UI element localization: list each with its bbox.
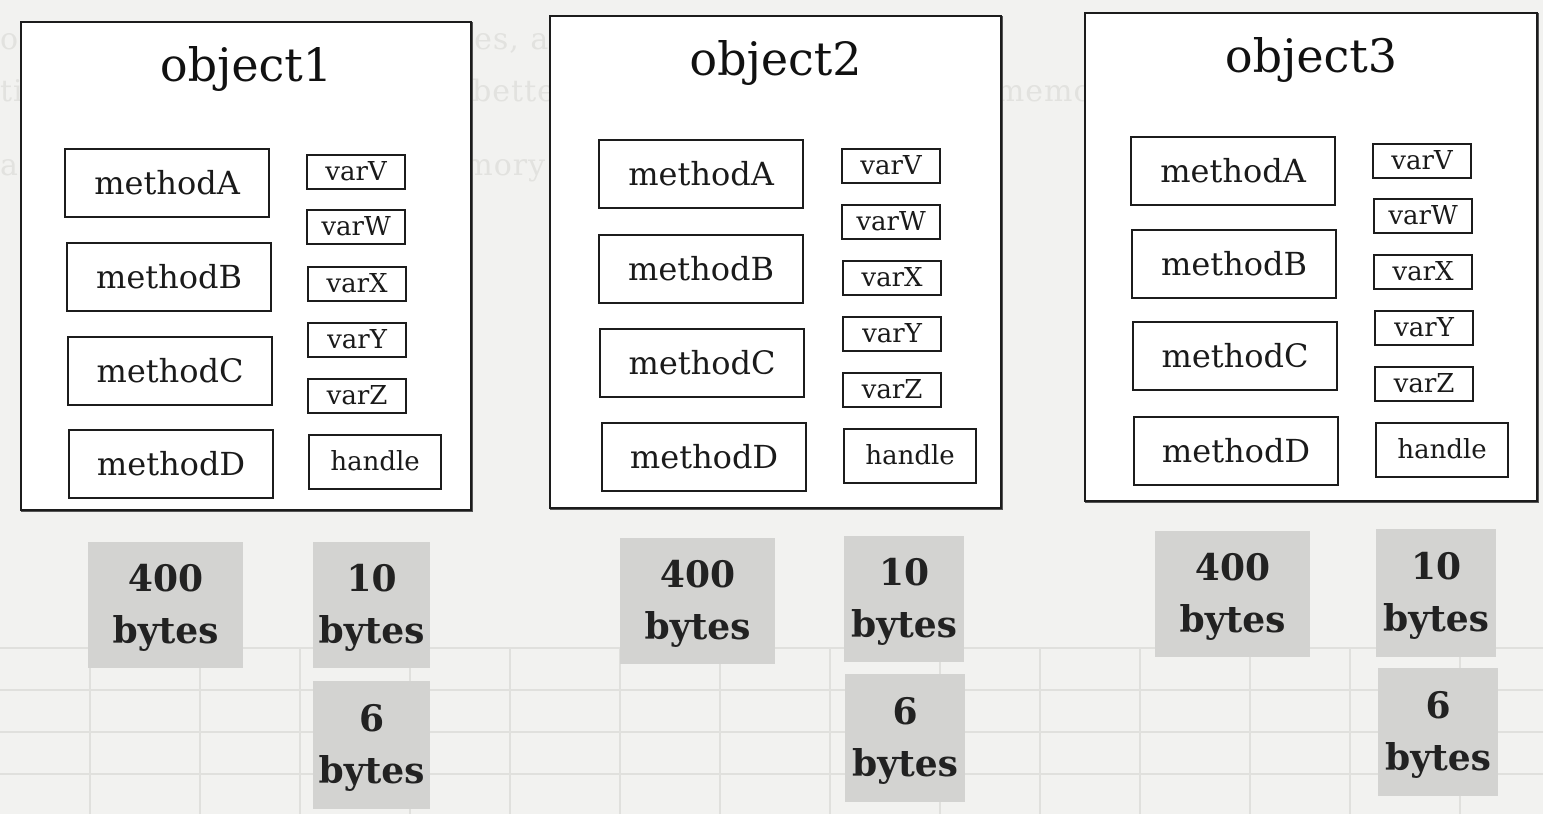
size-value: 6 [1425,685,1451,727]
size-unit: bytes [644,606,751,648]
size-value: 400 [127,558,204,600]
size-unit: bytes [318,750,425,792]
size-value: 10 [346,558,397,600]
handle-box: handle [308,434,442,490]
size-value: 400 [659,554,736,596]
method-box: methodC [599,328,805,398]
method-box: methodA [1130,136,1336,206]
size-value: 6 [892,691,918,733]
vars-size-label: 10 bytes [313,542,430,668]
method-box: methodB [66,242,272,312]
method-box: methodA [598,139,804,209]
variable-box: varZ [1374,366,1474,402]
handle-box: handle [1375,422,1509,478]
size-unit: bytes [1385,737,1491,779]
variable-box: varW [841,204,941,240]
variable-box: varY [307,322,407,358]
object-title: object1 [159,38,333,92]
size-value: 6 [358,698,385,740]
variable-box: varX [842,260,942,296]
size-unit: bytes [318,610,425,652]
variable-box: varX [1373,254,1473,290]
variable-box: varZ [842,372,942,408]
size-unit: bytes [851,604,957,646]
method-box: methodB [598,234,804,304]
handle-box: handle [843,428,977,484]
methods-size-label: 400 bytes [88,542,243,668]
variable-box: varW [1373,198,1473,234]
variable-box: varV [306,154,406,190]
size-value: 400 [1194,547,1271,589]
variable-box: varY [842,316,942,352]
size-unit: bytes [1179,599,1286,641]
method-box: methodC [1132,321,1338,391]
vars-size-label: 10 bytes [1376,529,1496,657]
variable-box: varX [307,266,407,302]
method-box: methodD [601,422,807,492]
handle-size-label: 6 bytes [845,674,965,802]
object-box: object3 methodA methodB methodC methodD … [1084,12,1538,502]
object-title: object2 [689,32,862,86]
object-box: object1 methodA methodB methodC methodD … [20,21,472,511]
methods-size-label: 400 bytes [620,538,775,664]
methods-size-label: 400 bytes [1155,531,1310,657]
variable-box: varW [306,209,406,245]
variable-box: varV [841,148,941,184]
object-title: object3 [1224,29,1398,83]
size-value: 10 [878,552,930,594]
handle-size-label: 6 bytes [1378,668,1498,796]
variable-box: varZ [307,378,407,414]
method-box: methodD [68,429,274,499]
size-value: 10 [1410,546,1462,588]
handle-size-label: 6 bytes [313,681,430,809]
variable-box: varV [1372,143,1472,179]
method-box: methodD [1133,416,1339,486]
vars-size-label: 10 bytes [844,536,964,662]
size-unit: bytes [852,743,958,785]
method-box: methodC [67,336,273,406]
method-box: methodB [1131,229,1337,299]
method-box: methodA [64,148,270,218]
size-unit: bytes [112,610,219,652]
size-unit: bytes [1383,598,1489,640]
variable-box: varY [1374,310,1474,346]
object-box: object2 methodA methodB methodC methodD … [549,15,1002,509]
